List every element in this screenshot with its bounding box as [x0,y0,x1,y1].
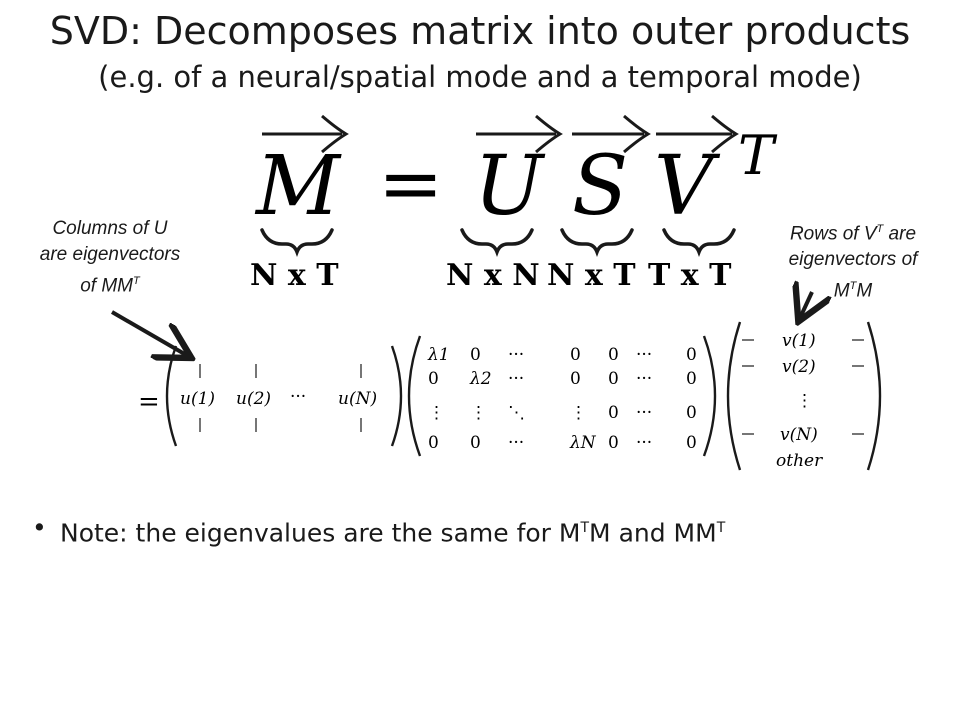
s-matrix-cell: 0 [608,345,619,365]
matrix-equals-sign: = [138,387,160,417]
annotation-right-line2: eigenvectors of [788,249,918,271]
dim-label-M: N x T [250,258,339,293]
transpose-T: T [738,124,778,187]
matrix-S: λ1 0 ··· 0 0 ··· 0 0 λ2 ··· 0 0 ··· 0 ⋮ ⋮ ⋱ ⋮ 0 ··· 0 0 0 ··· λN… [407,335,717,457]
annotation-columns-of-U: Columns of U are eigenvectors of MMT [10,216,210,299]
arrow-to-U-columns [110,310,188,356]
underbrace-S [560,228,634,257]
note-sup-2: T [716,520,726,536]
underbrace-V [662,228,736,257]
u-column-1: u(1) [180,389,215,409]
s-matrix-cell: 0 [608,403,619,423]
underbrace-M [260,228,334,257]
equals-sign: = [378,139,443,229]
s-matrix-cell: ··· [636,369,652,389]
matrix-V: v(1) v(2) ⋮ v(N) other [726,321,882,471]
s-matrix-cell: 0 [570,345,581,365]
note-text: Note: the eigenvalues are the same for M… [60,511,725,550]
symbol-S: S [572,139,628,234]
annotation-left-line1: Columns of U [52,218,168,239]
s-matrix-cell: ⋱ [508,403,525,423]
symbol-V: V [654,139,721,234]
s-matrix-cell: 0 [686,345,697,365]
s-matrix-cell: ··· [636,403,652,423]
v-row-2: v(2) [782,357,816,377]
s-matrix-cell: ⋮ [428,403,445,423]
annotation-right-line1-prefix: Rows of V [789,223,877,245]
vector-arrow-M [262,114,349,154]
annotation-right-line3-m1: M [833,280,850,302]
vector-arrow-U [476,114,563,154]
s-matrix-cell: 0 [428,433,439,453]
s-matrix-cell: λ1 [427,345,450,365]
v-row-other: other [776,451,823,471]
s-matrix-cell: ··· [636,345,652,365]
matrix-U: u(1) u(2) ··· u(N) [165,345,403,447]
annotation-left-line3: of MMT [10,268,210,299]
s-matrix-cell: ··· [508,433,524,453]
s-matrix-cell: 0 [686,369,697,389]
annotation-left-line3-sup: T [133,275,140,287]
slide-subtitle: (e.g. of a neural/spatial mode and a tem… [98,60,862,94]
s-matrix-cell: ··· [636,433,652,453]
annotation-right-line3: MTM [748,273,958,304]
symbol-M: M [254,139,342,234]
v-row-dots: ⋮ [796,391,813,411]
vector-arrow-S [572,114,651,154]
dim-label-V: T x T [648,258,732,293]
symbol-U: U [474,139,546,234]
annotation-rows-of-VT: Rows of VT are eigenvectors of MTM [748,216,958,305]
s-matrix-cell: λN [569,433,597,453]
s-matrix-cell: 0 [570,369,581,389]
s-matrix-cell: 0 [608,369,619,389]
dim-label-S: N x T [547,258,636,293]
s-matrix-cell: λ2 [469,369,492,389]
v-row-1: v(1) [782,331,816,351]
note-middle: M and MM [589,518,717,548]
s-matrix-cell: ⋮ [570,403,587,423]
annotation-right-line3-sup: T [849,280,857,293]
s-matrix-cell: ··· [508,369,524,389]
v-row-N: v(N) [780,425,818,445]
annotation-left-line3-prefix: of MM [80,275,134,297]
annotation-right-line1-sup: T [876,223,884,235]
arrow-to-V-rows [800,292,812,318]
u-column-2: u(2) [236,389,271,409]
u-column-dots: ··· [290,387,306,407]
annotation-right-line3-m2: M [856,280,873,302]
vector-arrow-V [656,114,739,154]
u-column-N: u(N) [338,389,377,409]
s-matrix-cell: 0 [470,433,481,453]
s-matrix-cell: 0 [470,345,481,365]
bullet-icon: • [32,513,47,542]
annotation-left-line2: are eigenvectors [39,244,181,265]
s-matrix-cell: 0 [428,369,439,389]
annotation-right-line1-suffix: are [883,223,917,245]
s-matrix-cell: 0 [686,403,697,423]
s-matrix-cell: ⋮ [470,403,487,423]
s-matrix-cell: 0 [608,433,619,453]
underbrace-U [460,228,534,257]
note-prefix: Note: the eigenvalues are the same for M [60,518,581,548]
annotation-right-line1: Rows of VT are [748,216,958,247]
s-matrix-cell: 0 [686,433,697,453]
slide-title: SVD: Decomposes matrix into outer produc… [49,9,911,53]
dim-label-U: N x N [446,258,540,293]
note-sup-1: T [580,520,590,536]
s-matrix-cell: ··· [508,345,524,365]
